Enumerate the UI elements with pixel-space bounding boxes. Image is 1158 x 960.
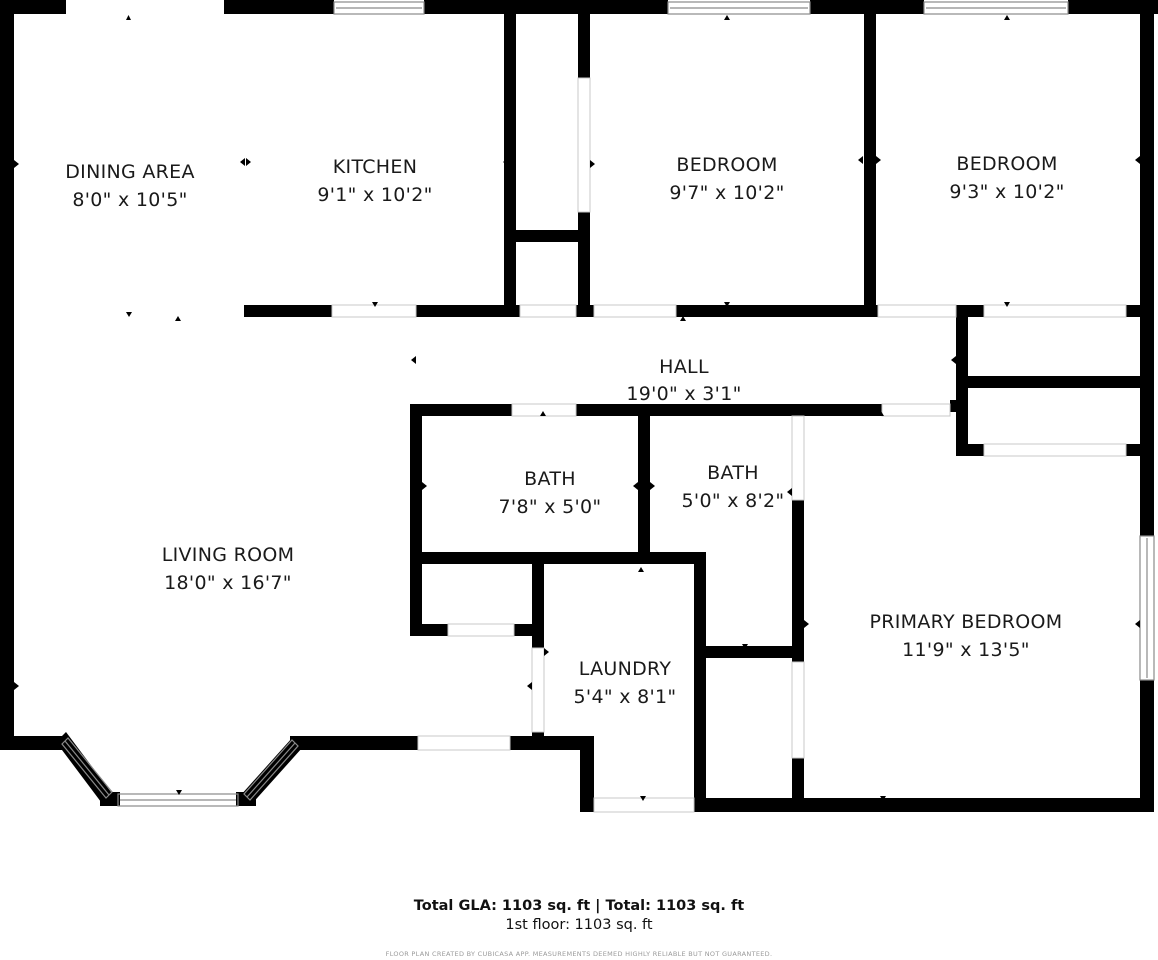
laundry-name: LAUNDRY (579, 658, 672, 680)
primary-bedroom-name: PRIMARY BEDROOM (870, 611, 1063, 633)
kitchen-size: 9'1" x 10'2" (317, 184, 432, 206)
bath-2-size: 5'0" x 8'2" (682, 490, 785, 512)
room-labels: DINING AREA 8'0" x 10'5" KITCHEN 9'1" x … (65, 153, 1064, 708)
primary-bedroom-size: 11'9" x 13'5" (902, 639, 1030, 661)
bedroom-2-size: 9'3" x 10'2" (949, 181, 1064, 203)
bath-1-size: 7'8" x 5'0" (499, 496, 602, 518)
hall-name: HALL (659, 356, 709, 378)
bedroom-2-name: BEDROOM (956, 153, 1057, 175)
kitchen-name: KITCHEN (333, 156, 417, 178)
hall-size: 19'0" x 3'1" (626, 383, 741, 405)
dining-area-name: DINING AREA (65, 161, 195, 183)
living-room-name: LIVING ROOM (162, 544, 295, 566)
total-area-summary: Total GLA: 1103 sq. ft | Total: 1103 sq.… (413, 898, 745, 914)
bath-1-name: BATH (524, 468, 576, 490)
bedroom-1-size: 9'7" x 10'2" (669, 182, 784, 204)
dining-area-size: 8'0" x 10'5" (72, 189, 187, 211)
doors (331, 77, 1127, 813)
floor-area-summary: 1st floor: 1103 sq. ft (505, 917, 653, 933)
disclaimer-text: FLOOR PLAN CREATED BY CUBICASA APP. MEAS… (385, 950, 773, 958)
bath-2-name: BATH (707, 462, 759, 484)
laundry-size: 5'4" x 8'1" (574, 686, 677, 708)
dimension-markers (14, 15, 1140, 801)
bedroom-1-name: BEDROOM (676, 154, 777, 176)
living-room-size: 18'0" x 16'7" (164, 572, 292, 594)
walls (0, 0, 1158, 812)
windows (61, 1, 1155, 807)
